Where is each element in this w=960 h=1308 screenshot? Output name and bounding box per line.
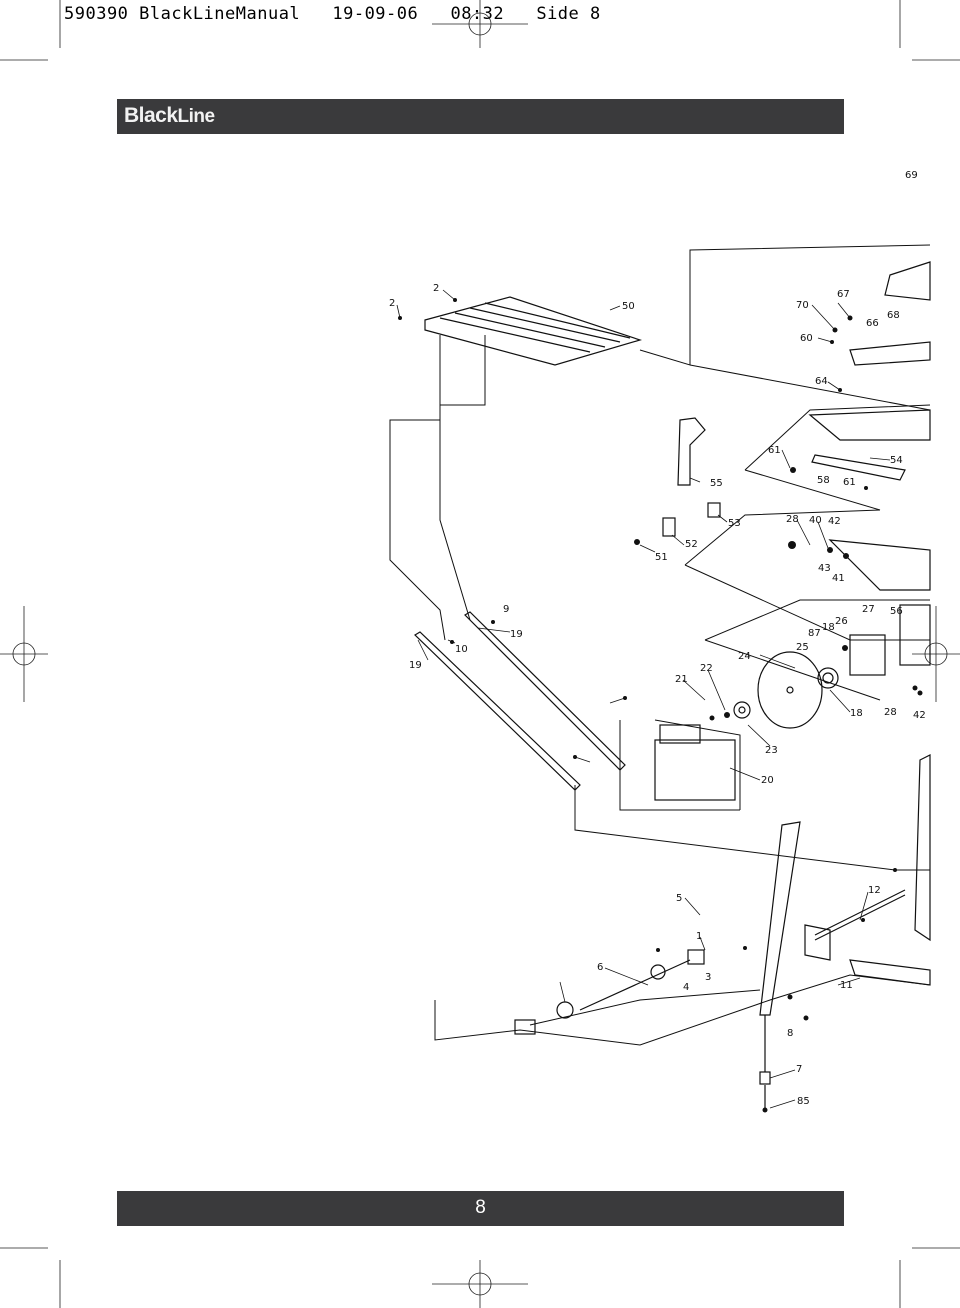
logo-line: Line	[177, 106, 216, 127]
part-label: 2	[389, 298, 395, 309]
part-label: 2	[433, 283, 439, 294]
part-label: 61	[843, 477, 856, 488]
fasteners	[398, 298, 923, 1113]
part-label: 41	[832, 573, 845, 584]
part-label: 40	[809, 515, 822, 526]
part-label: 28	[786, 514, 799, 525]
part-label: 3	[705, 972, 711, 983]
part-label: 7	[796, 1064, 802, 1075]
part-label: 64	[815, 376, 828, 387]
logo-black: Black	[124, 104, 178, 127]
page-number: 8	[475, 1197, 486, 1218]
part-label: 42	[913, 710, 926, 721]
part-label: 69	[905, 170, 918, 181]
assembly-lines	[389, 244, 931, 1046]
part-label: 66	[866, 318, 879, 329]
lower-frame	[514, 821, 931, 1110]
part-label: 10	[455, 644, 468, 655]
part-label: 61	[768, 445, 781, 456]
part-label: 11	[840, 980, 853, 991]
part-label: 20	[761, 775, 774, 786]
part-label: 53	[728, 518, 741, 529]
part-label: 12	[868, 885, 881, 896]
part-label: 19	[409, 660, 422, 671]
part-label: 52	[685, 539, 698, 550]
part-label: 28	[884, 707, 897, 718]
part-label: 18	[822, 622, 835, 633]
footer-bar: 8	[117, 1191, 844, 1226]
part-label: 51	[655, 552, 668, 563]
part-number-labels: 2 2 50 69 70 67 66 68 60 64 61 54 58 61 …	[389, 170, 926, 1107]
part-label: 68	[887, 310, 900, 321]
part-label: 25	[796, 642, 809, 653]
part-label: 18	[850, 708, 863, 719]
part-label: 56	[890, 606, 903, 617]
part-label: 42	[828, 516, 841, 527]
part-label: 55	[710, 478, 723, 489]
part-label: 43	[818, 563, 831, 574]
part-label: 8	[787, 1028, 793, 1039]
guard-bracket	[662, 417, 721, 537]
saw-blade	[733, 651, 839, 729]
upper-right-assembly	[808, 261, 931, 942]
part-label: 22	[700, 663, 713, 674]
part-label: 23	[765, 745, 778, 756]
part-label: 6	[597, 962, 603, 973]
part-label: 19	[510, 629, 523, 640]
platform-plate	[424, 296, 643, 366]
part-label: 5	[676, 893, 682, 904]
part-label: 58	[817, 475, 830, 486]
part-label: 1	[696, 931, 702, 942]
part-label: 21	[675, 674, 688, 685]
part-label: 67	[837, 289, 850, 300]
side-rails	[414, 611, 626, 791]
part-label: 27	[862, 604, 875, 615]
part-label: 4	[683, 982, 689, 993]
lower-guard-plate	[654, 724, 736, 801]
part-label: 85	[797, 1096, 810, 1107]
part-label: 87	[808, 628, 821, 639]
leader-lines	[396, 289, 891, 1109]
part-label: 26	[835, 616, 848, 627]
brand-logo: BlackLine	[124, 104, 215, 128]
part-label: 54	[890, 455, 903, 466]
part-label: 50	[622, 301, 635, 312]
part-label: 70	[796, 300, 809, 311]
print-slug-line: 590390 BlackLineManual 19-09-06 08:32 Si…	[64, 4, 601, 24]
header-bar: BlackLine	[117, 99, 844, 134]
part-label: 60	[800, 333, 813, 344]
part-label: 24	[738, 651, 751, 662]
part-label: 9	[503, 604, 509, 615]
